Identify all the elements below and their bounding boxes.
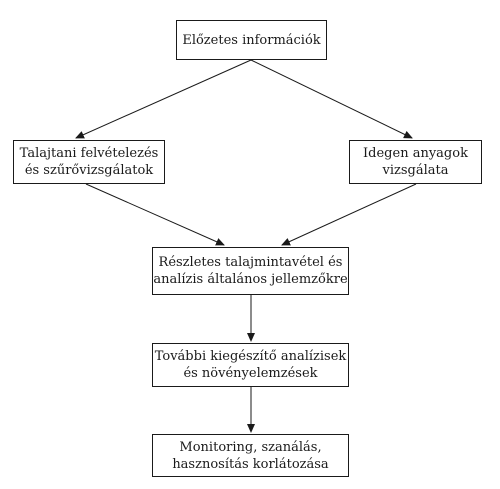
arrow-preliminary-to-foreign-materials: [250, 59, 413, 139]
node-label-line: analízis általános jellemzőkre: [153, 272, 348, 287]
node-label-line: Talajtani felvételezés: [19, 146, 159, 161]
node-label-line: Részletes talajmintavétel és: [158, 255, 343, 270]
node-label-line: Előzetes információk: [182, 32, 321, 48]
node-label-line: és szűrővizsgálatok: [24, 163, 154, 178]
node-label-line: További kiegészítő analízisek: [154, 349, 347, 364]
node-monitoring: Monitoring, szanálás, hasznosítás korlát…: [152, 434, 349, 477]
node-label-line: Idegen anyagok: [363, 146, 468, 161]
node-preliminary-information: Előzetes információk: [176, 20, 327, 60]
node-label-line: hasznosítás korlátozása: [172, 456, 329, 472]
arrow-foreign-materials-to-detailed-sampling: [281, 183, 417, 246]
node-soil-survey: Talajtani felvételezés és szűrővizsgálat…: [13, 140, 165, 184]
node-foreign-materials: Idegen anyagok vizsgálata: [349, 140, 482, 184]
arrow-preliminary-to-soil-survey: [75, 59, 252, 139]
node-further-analyses: További kiegészítő analízisek és növénye…: [152, 343, 349, 387]
node-detailed-sampling: Részletes talajmintavétel és analízis ál…: [152, 247, 349, 295]
node-label-line: vizsgálata: [382, 163, 449, 178]
arrow-soil-survey-to-detailed-sampling: [85, 183, 225, 246]
node-label-line: és növényelemzések: [183, 366, 318, 381]
node-label-line: Monitoring, szanálás,: [179, 439, 322, 455]
